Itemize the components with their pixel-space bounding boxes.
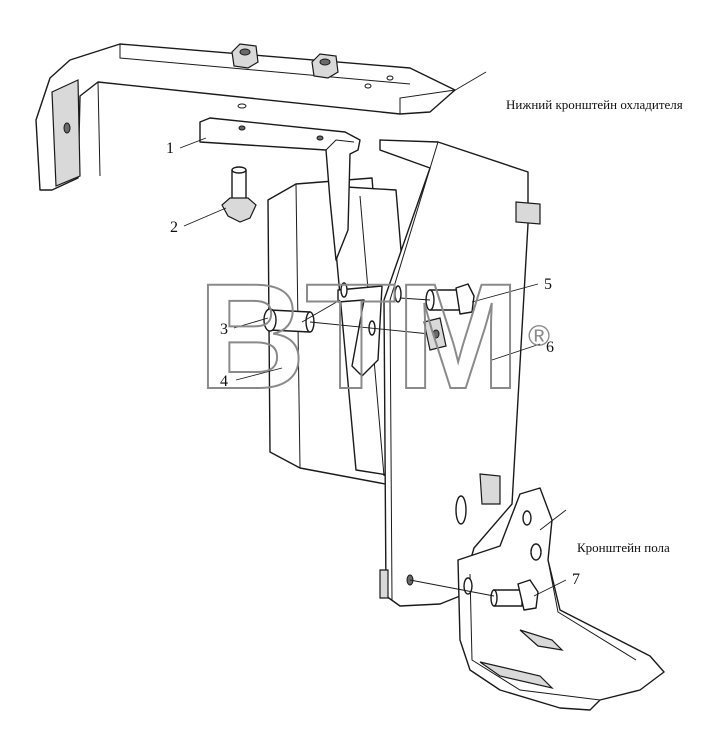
callout-6: 6: [546, 339, 554, 356]
bracket-6: [379, 139, 541, 607]
caption-floor-bracket: Кронштейн пола: [577, 540, 670, 555]
pin-7: [409, 579, 539, 611]
pin-3: [263, 299, 431, 335]
registered-mark: ®: [528, 320, 550, 353]
bolt-2: [221, 166, 257, 223]
callout-labels: 1 2 3 4 5 6 7: [166, 140, 580, 588]
leader-lines: [179, 71, 567, 597]
floor-bracket: [457, 487, 665, 711]
watermark-text: BTM: [198, 252, 520, 420]
hinge-lever: [337, 282, 383, 377]
callout-1: 1: [166, 140, 174, 157]
caption-cooler-bracket: Нижний кронштейн охладителя: [506, 97, 683, 112]
callout-5: 5: [544, 276, 552, 293]
nut-behind: [423, 317, 447, 351]
pin-5: [399, 283, 475, 315]
watermark: BTM ®: [197, 251, 550, 421]
strap-1: [199, 117, 361, 261]
callout-4: 4: [220, 373, 228, 390]
cooler-bracket: [35, 43, 456, 191]
callout-7: 7: [572, 571, 580, 588]
callout-2: 2: [170, 219, 178, 236]
callout-3: 3: [220, 321, 228, 338]
